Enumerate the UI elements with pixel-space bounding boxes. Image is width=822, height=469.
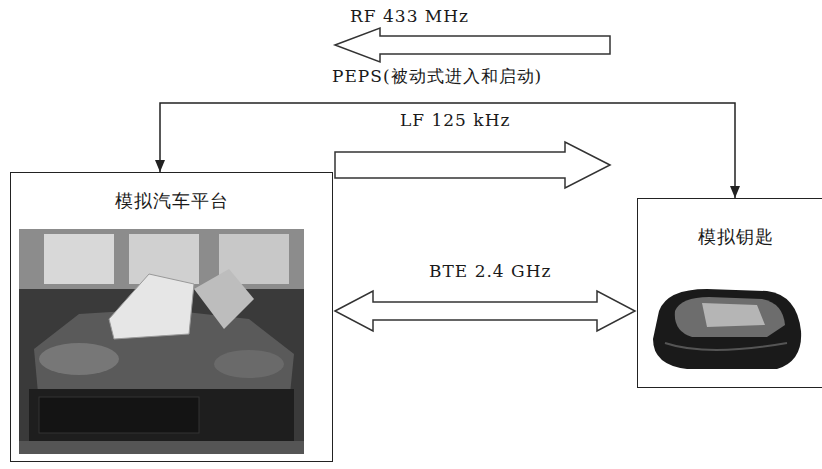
box-title: 模拟钥匙 [638, 225, 822, 249]
lf-hollow-arrow [335, 142, 610, 188]
key-fob-illustration [647, 281, 807, 376]
box-title: 模拟汽车平台 [11, 189, 332, 213]
edge-label: BTE 2.4 GHz [426, 261, 554, 281]
system-box: 模拟钥匙 [637, 198, 822, 388]
rf-hollow-arrow [335, 28, 610, 62]
car-platform-photo [19, 229, 304, 454]
connector [335, 291, 635, 331]
system-box: 模拟汽车平台 [10, 172, 333, 462]
signal-label: RF 433 MHz [347, 6, 472, 26]
edge-label: PEPS(被动式进入和启动) [329, 65, 545, 88]
signal-label: LF 125 kHz [397, 110, 513, 130]
